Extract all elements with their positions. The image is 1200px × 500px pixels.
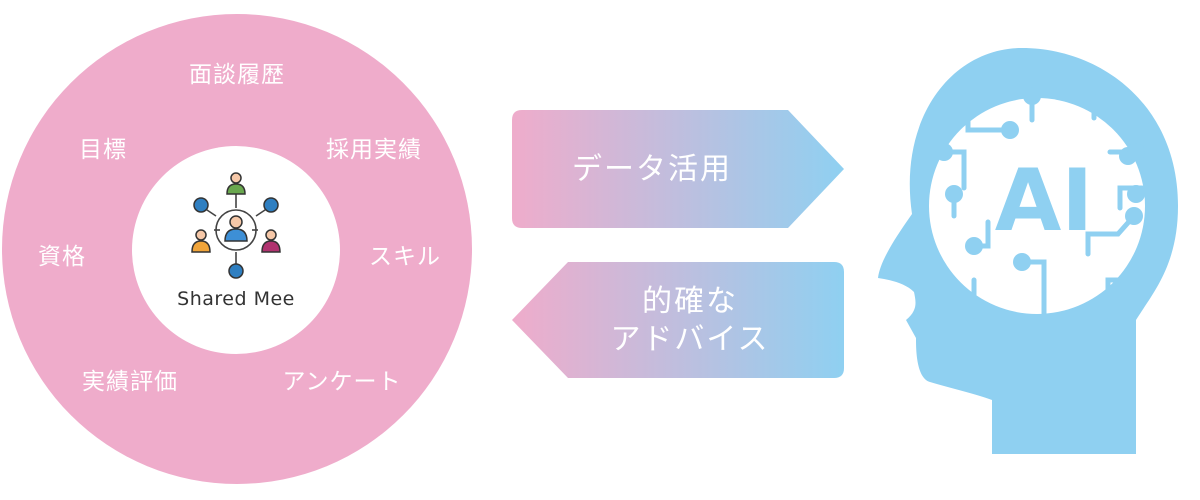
ring-label-qualifications: 資格 — [38, 244, 86, 270]
ai-label: AI — [995, 151, 1094, 251]
arrow-label-advice-line1: 的確な — [642, 284, 738, 319]
shared-mee-core: Shared Mee — [132, 146, 340, 354]
ring-label-hiring-record: 採用実績 — [326, 137, 422, 163]
arrow-from-ai — [512, 262, 844, 378]
arrow-label-data-utilization: データ活用 — [572, 152, 732, 187]
brand-name: Shared Mee — [177, 288, 295, 310]
ring-label-goals: 目標 — [79, 137, 127, 163]
ring-label-performance-evaluation: 実績評価 — [82, 369, 178, 395]
ai-head-icon: AI — [878, 48, 1178, 454]
ring-label-skills: スキル — [369, 244, 441, 270]
ring-label-interview-history: 面談履歴 — [189, 62, 285, 88]
arrow-label-advice-line2: アドバイス — [610, 322, 770, 357]
team-network-icon — [191, 172, 281, 279]
arrow-to-ai — [512, 110, 844, 228]
ring-label-survey: アンケート — [282, 369, 402, 395]
